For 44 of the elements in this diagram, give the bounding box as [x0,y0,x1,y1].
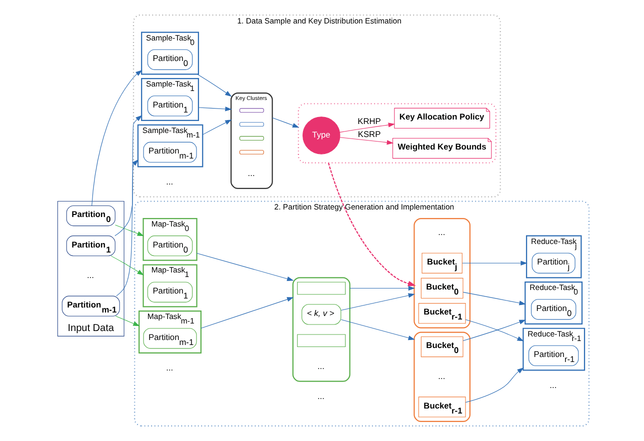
cluster [297,103,496,164]
label: ... [438,226,445,237]
arrow [202,119,232,135]
label: ... [86,270,94,280]
label: ... [166,362,173,372]
arrow [200,297,294,329]
label: ... [247,168,254,178]
label: ... [549,380,556,390]
cluster [413,218,470,328]
arrow [91,70,142,206]
arrow [464,367,524,403]
arrow [462,292,526,306]
arrow [462,260,527,266]
node-box [296,282,346,295]
arrow [110,256,144,276]
arrow [196,74,232,97]
arrow [114,224,144,236]
arrow [327,162,416,286]
node-bar [238,136,264,140]
arrow [340,293,415,310]
arrow [114,316,140,326]
arrow [340,319,415,340]
node-bar [238,150,264,154]
label: ... [316,390,324,401]
label: ... [316,360,324,371]
node-box [296,334,346,348]
node-bar [238,122,264,127]
arrow [339,137,394,145]
cluster [292,277,350,382]
arrow [198,106,232,112]
arrow [272,117,299,128]
cluster [413,332,470,422]
arrow [114,115,142,236]
arrow [196,252,294,282]
node-box: < k, v > [301,304,341,325]
arrow [349,286,415,291]
node-bar [238,108,264,113]
edge-label: KSRP [357,129,380,140]
edge-label: KRHP [357,116,380,126]
label: ... [166,176,173,186]
arrow [338,122,395,133]
node-circle: Type [302,116,340,154]
arrow [116,159,138,296]
label: ... [438,370,445,381]
